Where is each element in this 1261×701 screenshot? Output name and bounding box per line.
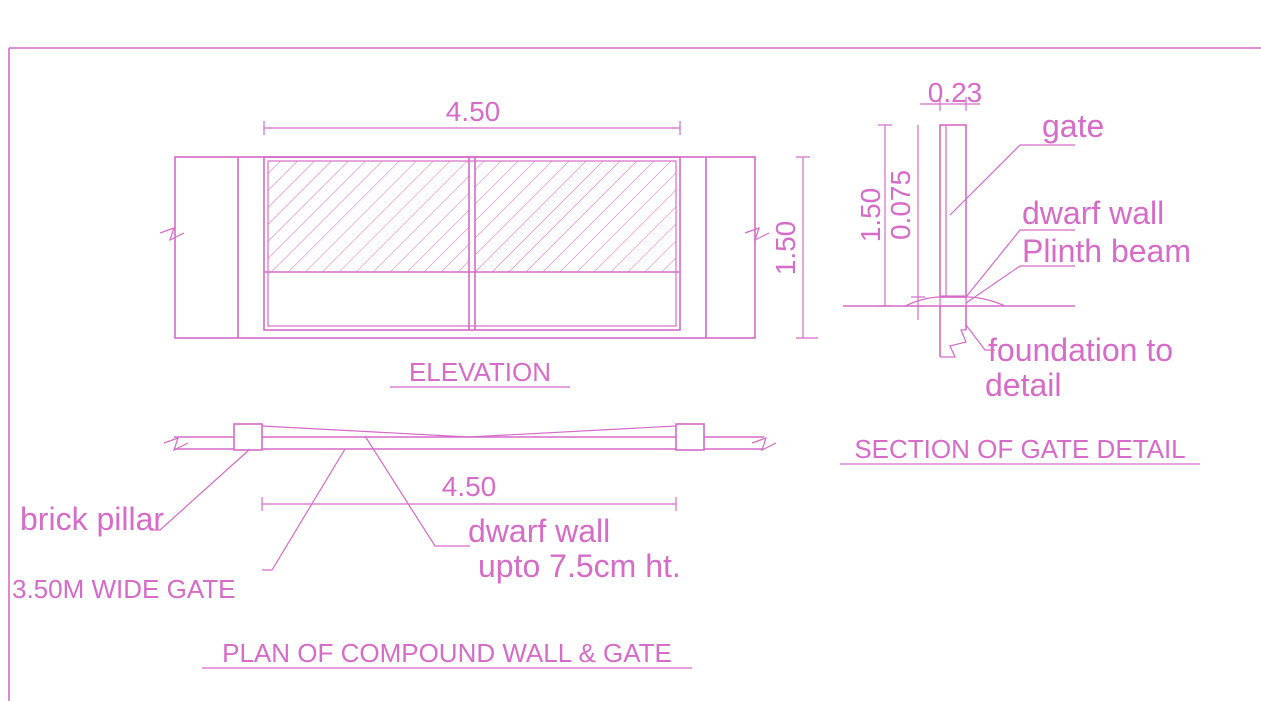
- section-view: 0.23 1.50 0.075: [840, 77, 1200, 465]
- section-dwarf-wall-label: dwarf wall: [1022, 195, 1164, 231]
- plan-right-pillar: [675, 423, 705, 451]
- section-gate-post: [939, 124, 967, 298]
- elevation-title: ELEVATION: [409, 357, 551, 387]
- section-dwarf-label: 0.075: [885, 170, 916, 240]
- section-top-label: 0.23: [928, 77, 983, 108]
- left-gate-hatch: [268, 161, 469, 272]
- section-foundation: [939, 306, 967, 358]
- section-title: SECTION OF GATE DETAIL: [854, 434, 1185, 464]
- section-height-dimension: 1.50: [855, 124, 892, 307]
- plan-width-dimension: 4.50: [261, 471, 677, 511]
- plinth-beam-leader: [965, 265, 1075, 304]
- plan-left-pillar: [233, 423, 263, 451]
- plan-view: 4.50 brick pillar 3.50M WIDE GATE dwarf …: [12, 423, 777, 669]
- gate-leader: [262, 448, 346, 571]
- plan-left-break: [163, 437, 189, 452]
- elevation-height-label: 1.50: [770, 221, 801, 276]
- gate-label-leader: [949, 144, 1075, 216]
- foundation-leader: [965, 324, 995, 351]
- gate-width-label: 3.50M WIDE GATE: [12, 574, 235, 604]
- section-height-label: 1.50: [855, 188, 886, 243]
- drawing-border: [8, 47, 1261, 701]
- right-break-mark: [744, 227, 770, 242]
- section-gate-label: gate: [1042, 108, 1104, 144]
- plan-dwarf-wall-label: dwarf wall: [468, 513, 610, 549]
- section-plinth-beam: [939, 295, 967, 307]
- plan-title: PLAN OF COMPOUND WALL & GATE: [222, 638, 672, 668]
- section-dwarf-wall: [904, 296, 1006, 307]
- elevation-width-dimension: 4.50: [263, 96, 681, 135]
- brick-pillar-leader: [150, 448, 251, 531]
- gate-leaves: [263, 156, 681, 331]
- dwarf-wall-leader: [364, 435, 470, 547]
- section-dwarf-dimension: 0.075: [885, 125, 925, 320]
- elevation-view: 4.50 1.50 ELEVATION: [159, 96, 818, 388]
- dwarf-wall-leader-section: [965, 229, 1075, 298]
- plan-dwarf-wall-height-label: upto 7.5cm ht.: [478, 548, 681, 584]
- right-gate-swing: [468, 425, 677, 438]
- plan-width-label: 4.50: [442, 471, 497, 502]
- elevation-width-label: 4.50: [446, 96, 501, 127]
- right-gate-hatch: [475, 161, 676, 272]
- section-foundation-detail-label: detail: [985, 367, 1062, 403]
- left-break-mark: [159, 227, 185, 242]
- section-plinth-beam-label: Plinth beam: [1022, 233, 1191, 269]
- section-top-dimension: 0.23: [920, 77, 982, 111]
- left-gate-swing: [261, 425, 470, 438]
- elevation-height-dimension: 1.50: [770, 156, 818, 339]
- plan-right-break: [751, 437, 777, 452]
- brick-pillar-label: brick pillar: [20, 501, 164, 537]
- section-foundation-label: foundation to: [988, 332, 1173, 368]
